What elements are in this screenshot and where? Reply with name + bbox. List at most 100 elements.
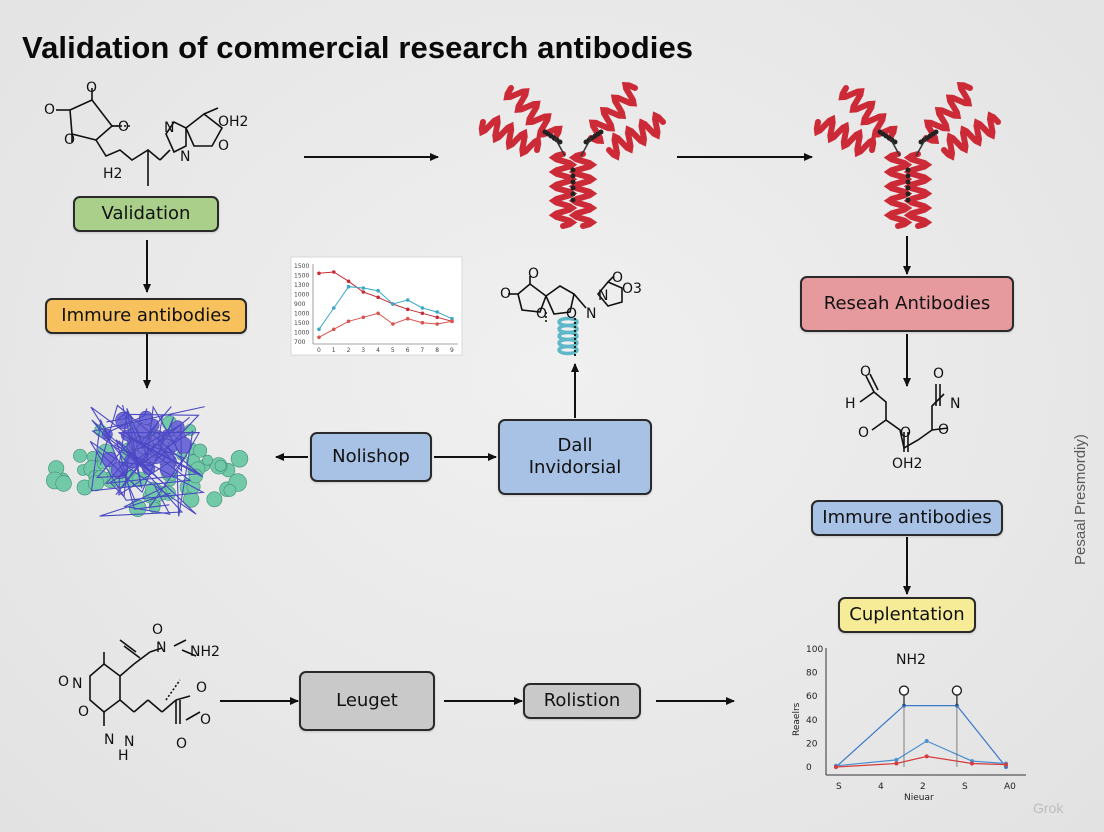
backbone-ribbon [89, 440, 206, 515]
data-point [1004, 762, 1008, 767]
svg-text:O: O [566, 306, 577, 322]
chart-y-label: Reaelrs [792, 702, 802, 736]
backbone-ribbon [106, 416, 185, 508]
helix-coil [606, 111, 666, 161]
x-tick-label: S [962, 782, 968, 792]
rolistion-box[interactable]: Rolistion [523, 683, 641, 719]
hinge-dot [570, 197, 576, 203]
data-point [376, 288, 380, 293]
data-point [450, 316, 454, 321]
y-tick-label: 60 [806, 692, 818, 702]
data-point [317, 335, 321, 340]
svg-text:O: O [612, 270, 623, 286]
data-point [435, 322, 440, 326]
atom-sphere [202, 454, 213, 466]
hinge-dot [905, 191, 911, 197]
svg-text:O: O [500, 286, 511, 302]
hinge-dot [905, 197, 911, 203]
svg-text:OH2: OH2 [218, 114, 248, 130]
svg-text:O: O [858, 425, 869, 441]
svg-text:N: N [156, 640, 166, 656]
immure-antibodies-box-left[interactable]: Immure antibodies [45, 298, 247, 334]
hinge-dot [905, 179, 911, 185]
atom-sphere [214, 459, 227, 472]
data-point [332, 270, 336, 274]
x-tick-label: 0 [317, 347, 321, 354]
chart-x-label: Nieuar [904, 793, 934, 803]
svg-text:O: O [86, 80, 97, 96]
series-line [318, 312, 453, 338]
atom-sphere [73, 448, 87, 463]
svg-text:H2: H2 [103, 166, 122, 182]
data-point [420, 311, 425, 316]
svg-text:N: N [950, 396, 960, 412]
immure-antibodies-box-right[interactable]: Immure antibodies [811, 500, 1003, 536]
data-point [405, 298, 410, 302]
y-tick-label: 700 [294, 339, 306, 346]
research-antibodies-box[interactable]: Reseah Antibodies [800, 276, 1014, 332]
hinge-dot [905, 185, 911, 191]
helix-coil [503, 85, 563, 141]
backbone-ribbon [91, 419, 171, 515]
helix-turn [557, 344, 579, 356]
svg-text:O: O [118, 119, 129, 135]
helix-coil [478, 114, 542, 158]
data-point [361, 315, 366, 320]
data-point [435, 310, 440, 314]
hinge-line [889, 137, 927, 157]
atom-sphere [193, 443, 208, 458]
y-tick-label: 1000 [294, 292, 309, 299]
svg-text:O: O [152, 622, 163, 638]
teal-helix [557, 316, 579, 358]
cuplentation-box[interactable]: Cuplentation [838, 597, 976, 633]
atom-sphere [136, 422, 152, 438]
atom-sphere [188, 468, 204, 484]
hinge-dot [570, 173, 576, 179]
svg-text:O: O [196, 680, 207, 696]
molecule-right [859, 373, 949, 452]
series-line [318, 271, 453, 322]
data-point [834, 765, 838, 769]
data-point [361, 290, 366, 294]
leuget-box[interactable]: Leuget [299, 671, 435, 731]
data-point [346, 319, 351, 324]
data-point [346, 279, 351, 284]
watermark: Grok [1033, 800, 1064, 816]
svg-text:OH2: OH2 [892, 456, 922, 472]
svg-text:O: O [218, 138, 229, 154]
svg-text:N: N [104, 732, 114, 748]
hinge-dot [570, 179, 576, 185]
x-tick-label: S [836, 782, 842, 792]
hinge-dot [905, 167, 911, 173]
svg-text:NH2: NH2 [190, 644, 220, 660]
svg-text:O: O [200, 712, 211, 728]
svg-text:O: O [64, 132, 75, 148]
research-antibodies-label: Reseah Antibodies [823, 292, 991, 314]
series-line [318, 286, 453, 330]
helix-coil [941, 111, 1001, 161]
validation-box[interactable]: Validation [73, 196, 219, 232]
dall-invidorsial-box[interactable]: Dall Invidorsial [498, 419, 652, 495]
data-point [361, 286, 366, 290]
molecule-right-labels: H O O O O N O OH2 [845, 364, 960, 472]
data-point [332, 327, 336, 332]
hinge-dot [570, 167, 576, 173]
side-caption: Pesaal Presmordiy) [1072, 434, 1089, 565]
nolishop-box[interactable]: Nolishop [310, 432, 432, 482]
x-tick-label: 4 [376, 347, 380, 354]
x-tick-label: A0 [1004, 782, 1016, 792]
y-tick-label: 40 [806, 716, 818, 726]
validation-label: Validation [101, 202, 191, 224]
protein-structure [45, 404, 249, 517]
y-tick-label: 900 [294, 301, 306, 308]
molecule-center [508, 275, 623, 322]
x-tick-label: 8 [435, 347, 439, 354]
helix-coil [568, 151, 598, 229]
x-tick-label: 7 [420, 347, 424, 354]
y-tick-label: 80 [806, 669, 818, 679]
marker-circle [951, 685, 963, 696]
data-point [435, 315, 440, 320]
helix-coil [813, 114, 877, 158]
